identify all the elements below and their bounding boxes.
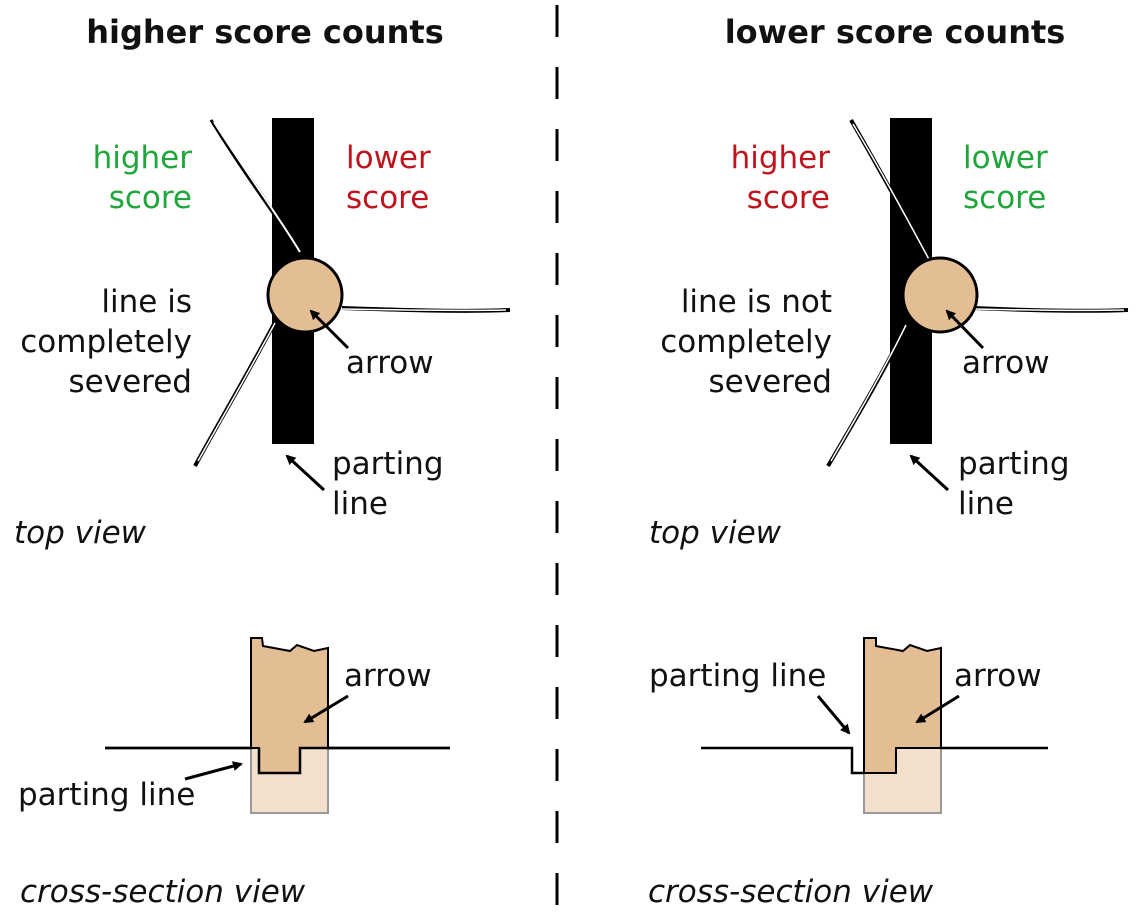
target-crack-highlight — [197, 322, 276, 462]
arrow-shaft-circle — [266, 256, 344, 334]
arrow-label: arrow — [344, 658, 432, 694]
arrow-cross-section — [863, 637, 942, 774]
view-label: cross-section view — [20, 874, 306, 910]
target-crack-highlight — [341, 308, 507, 312]
arrow-pointer — [303, 694, 349, 724]
parting-line-pointer — [184, 761, 243, 781]
view-label: top view — [14, 515, 147, 551]
arrow-pointer — [945, 309, 985, 350]
panel-title: higher score counts — [86, 13, 444, 51]
parting-line-pointer — [285, 454, 326, 492]
panel-title: lower score counts — [724, 13, 1066, 51]
parting-line-label: parting line — [958, 446, 1070, 522]
left-top-view — [193, 118, 511, 492]
view-label: cross-section view — [648, 874, 934, 910]
arrow-label: arrow — [954, 658, 1042, 694]
target-crack-highlight — [830, 324, 907, 462]
target-crack-highlight — [852, 123, 933, 266]
arrow-pointer — [309, 309, 350, 350]
right-cross-section — [701, 637, 1048, 814]
higher-score-label: higher score — [92, 140, 192, 216]
parting-line-label: parting line — [18, 777, 196, 813]
arrow-label: arrow — [346, 345, 434, 381]
surface-line — [701, 746, 864, 775]
lower-score-label: lower score — [346, 140, 431, 216]
view-label: top view — [649, 515, 782, 551]
right-top-view — [826, 118, 1129, 492]
arrow-shaft-circle — [901, 256, 979, 334]
parting-line-label: parting line — [649, 658, 827, 694]
arrow-below-surface — [863, 747, 942, 814]
arrow-label: arrow — [962, 345, 1050, 381]
target-crack-highlight — [213, 121, 301, 253]
parting-line-pointer — [909, 454, 950, 492]
target-crack-highlight — [974, 308, 1125, 312]
arrow-pointer — [915, 694, 960, 724]
left-cross-section — [105, 637, 450, 814]
higher-score-label: higher score — [730, 140, 830, 216]
parting-line-pointer — [816, 695, 851, 735]
parting-line-label: parting line — [332, 446, 444, 522]
condition-label: line is not completely severed — [660, 284, 832, 400]
lower-score-label: lower score — [963, 140, 1048, 216]
condition-label: line is completely severed — [20, 284, 192, 400]
